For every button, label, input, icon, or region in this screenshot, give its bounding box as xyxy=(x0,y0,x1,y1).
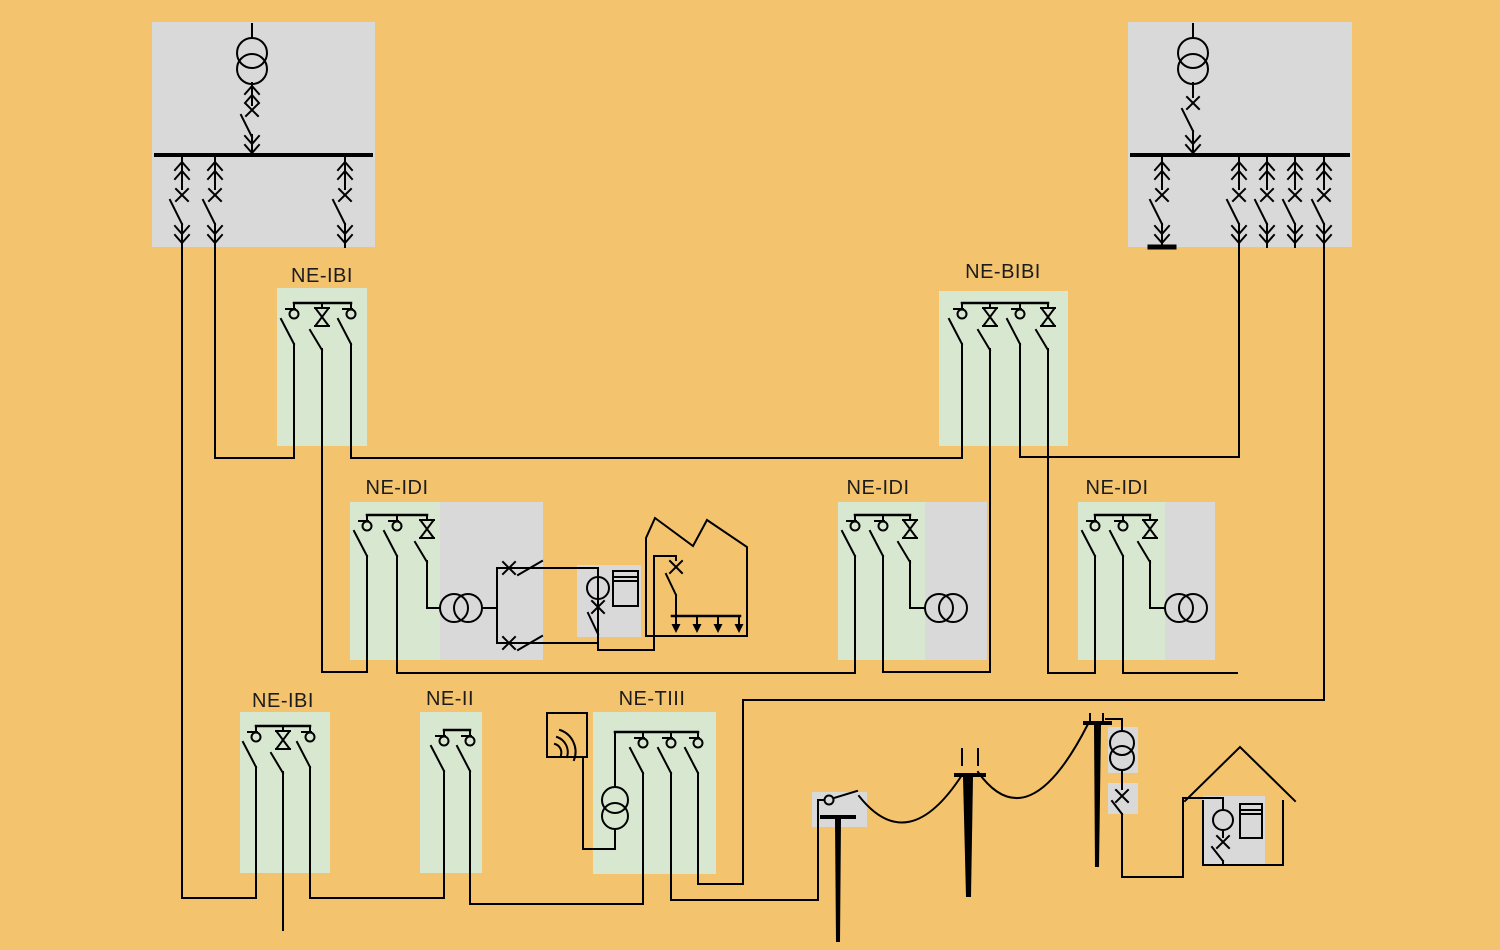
overhead-line-icon xyxy=(857,773,964,824)
labels: NE-IBI NE-BIBI NE-IDI NE-IDI NE-IDI NE-I… xyxy=(252,261,1148,712)
lv-feeder xyxy=(481,567,599,644)
radio-antenna-icon xyxy=(553,728,577,762)
ne-idi-left-transformer-bay xyxy=(440,502,543,660)
utility-pole-icon xyxy=(1094,725,1101,867)
lv-feeder xyxy=(597,555,677,651)
cable xyxy=(882,352,991,673)
cable xyxy=(350,348,963,459)
ne-bibi-panel xyxy=(939,291,1068,446)
meter-register-icon xyxy=(612,570,639,607)
load-arrow-icon xyxy=(712,615,724,634)
transformer-lead xyxy=(909,564,926,609)
label-ne-idi-left: NE-IDI xyxy=(366,477,429,499)
switchgear-ne-idi-left xyxy=(353,513,599,652)
label-ne-ibi-top: NE-IBI xyxy=(291,265,353,287)
metering-station-panel xyxy=(577,565,641,637)
house xyxy=(1183,745,1297,866)
cable xyxy=(670,777,825,901)
pole-transformer xyxy=(1083,713,1224,878)
cable xyxy=(309,771,445,899)
substation-top-left xyxy=(154,23,373,247)
cable xyxy=(1047,352,1096,674)
meter-register-hatch xyxy=(1239,809,1263,815)
cable-open-point xyxy=(1122,560,1238,674)
cable xyxy=(214,246,295,459)
meter-register-icon xyxy=(1239,803,1263,839)
pole-1 xyxy=(954,748,986,897)
overhead-line-section xyxy=(820,713,1297,942)
switch-blade-icon xyxy=(1110,799,1124,816)
load-arrow-icon xyxy=(733,615,745,634)
label-ne-bibi: NE-BIBI xyxy=(965,261,1041,283)
switch-blade-icon xyxy=(516,559,544,577)
cable xyxy=(321,352,368,673)
label-ne-ibi-bottom: NE-IBI xyxy=(252,690,314,712)
house-roof-icon xyxy=(1183,745,1297,803)
switchgear-ne-idi-mid xyxy=(841,513,968,623)
transformer-lead xyxy=(1105,718,1123,732)
cable xyxy=(181,246,257,899)
switch-blade-icon xyxy=(832,789,859,800)
ne-idi-mid-transformer-bay xyxy=(925,502,987,660)
cables xyxy=(181,246,1325,931)
switch-hinge-icon xyxy=(823,794,835,806)
switchgear-ne-idi-right xyxy=(1081,513,1208,623)
load-arrow-icon xyxy=(691,615,703,634)
switch-blade-icon xyxy=(516,634,544,652)
insulator-icon xyxy=(1089,713,1104,723)
metering-station xyxy=(586,555,677,651)
label-ne-tiii: NE-TIII xyxy=(619,688,686,710)
substation-left-panel xyxy=(152,22,375,247)
overhead-line-icon xyxy=(976,722,1090,800)
ne-idi-right-transformer-bay xyxy=(1165,502,1215,660)
utility-pole-icon xyxy=(963,777,973,897)
factory-icon xyxy=(645,516,748,637)
ne-ii-panel xyxy=(420,712,482,873)
switchgear-ne-tiii xyxy=(546,712,704,850)
switch-blade-icon xyxy=(1210,845,1225,866)
panels xyxy=(152,22,1352,874)
switchgear-ne-ibi-top xyxy=(280,301,357,353)
meter-register-hatch xyxy=(612,576,639,582)
service-cable xyxy=(1121,797,1224,878)
label-ne-idi-right: NE-IDI xyxy=(1086,477,1149,499)
transformer-lead xyxy=(582,756,616,850)
label-ne-idi-mid: NE-IDI xyxy=(847,477,910,499)
fuse-icon xyxy=(669,560,683,574)
cable xyxy=(469,775,644,905)
switchgear-ne-bibi xyxy=(948,301,1055,353)
pole-mounted-switch xyxy=(820,789,859,942)
house-icon xyxy=(1202,800,1284,866)
house-meter-panel xyxy=(1203,796,1265,865)
load-arrow-icon xyxy=(670,615,682,634)
transformer-lead xyxy=(1149,564,1166,609)
cable xyxy=(1019,246,1240,458)
switch-blade-icon xyxy=(664,572,678,617)
cable xyxy=(697,246,1325,885)
utility-pole-icon xyxy=(835,819,841,942)
switchgear-ne-ibi-bottom xyxy=(242,724,316,776)
transformer-lead xyxy=(426,564,441,609)
factory xyxy=(645,516,748,637)
switchgear-ne-ii xyxy=(430,728,476,777)
label-ne-ii: NE-II xyxy=(426,688,474,710)
cable xyxy=(396,560,856,674)
switch-blade-icon xyxy=(586,611,600,636)
substation-right-panel xyxy=(1128,22,1352,247)
ne-idi-left-panel xyxy=(350,502,440,660)
insulator-icon xyxy=(961,748,979,766)
meter-icon xyxy=(586,576,610,600)
substation-top-right xyxy=(1130,23,1350,250)
